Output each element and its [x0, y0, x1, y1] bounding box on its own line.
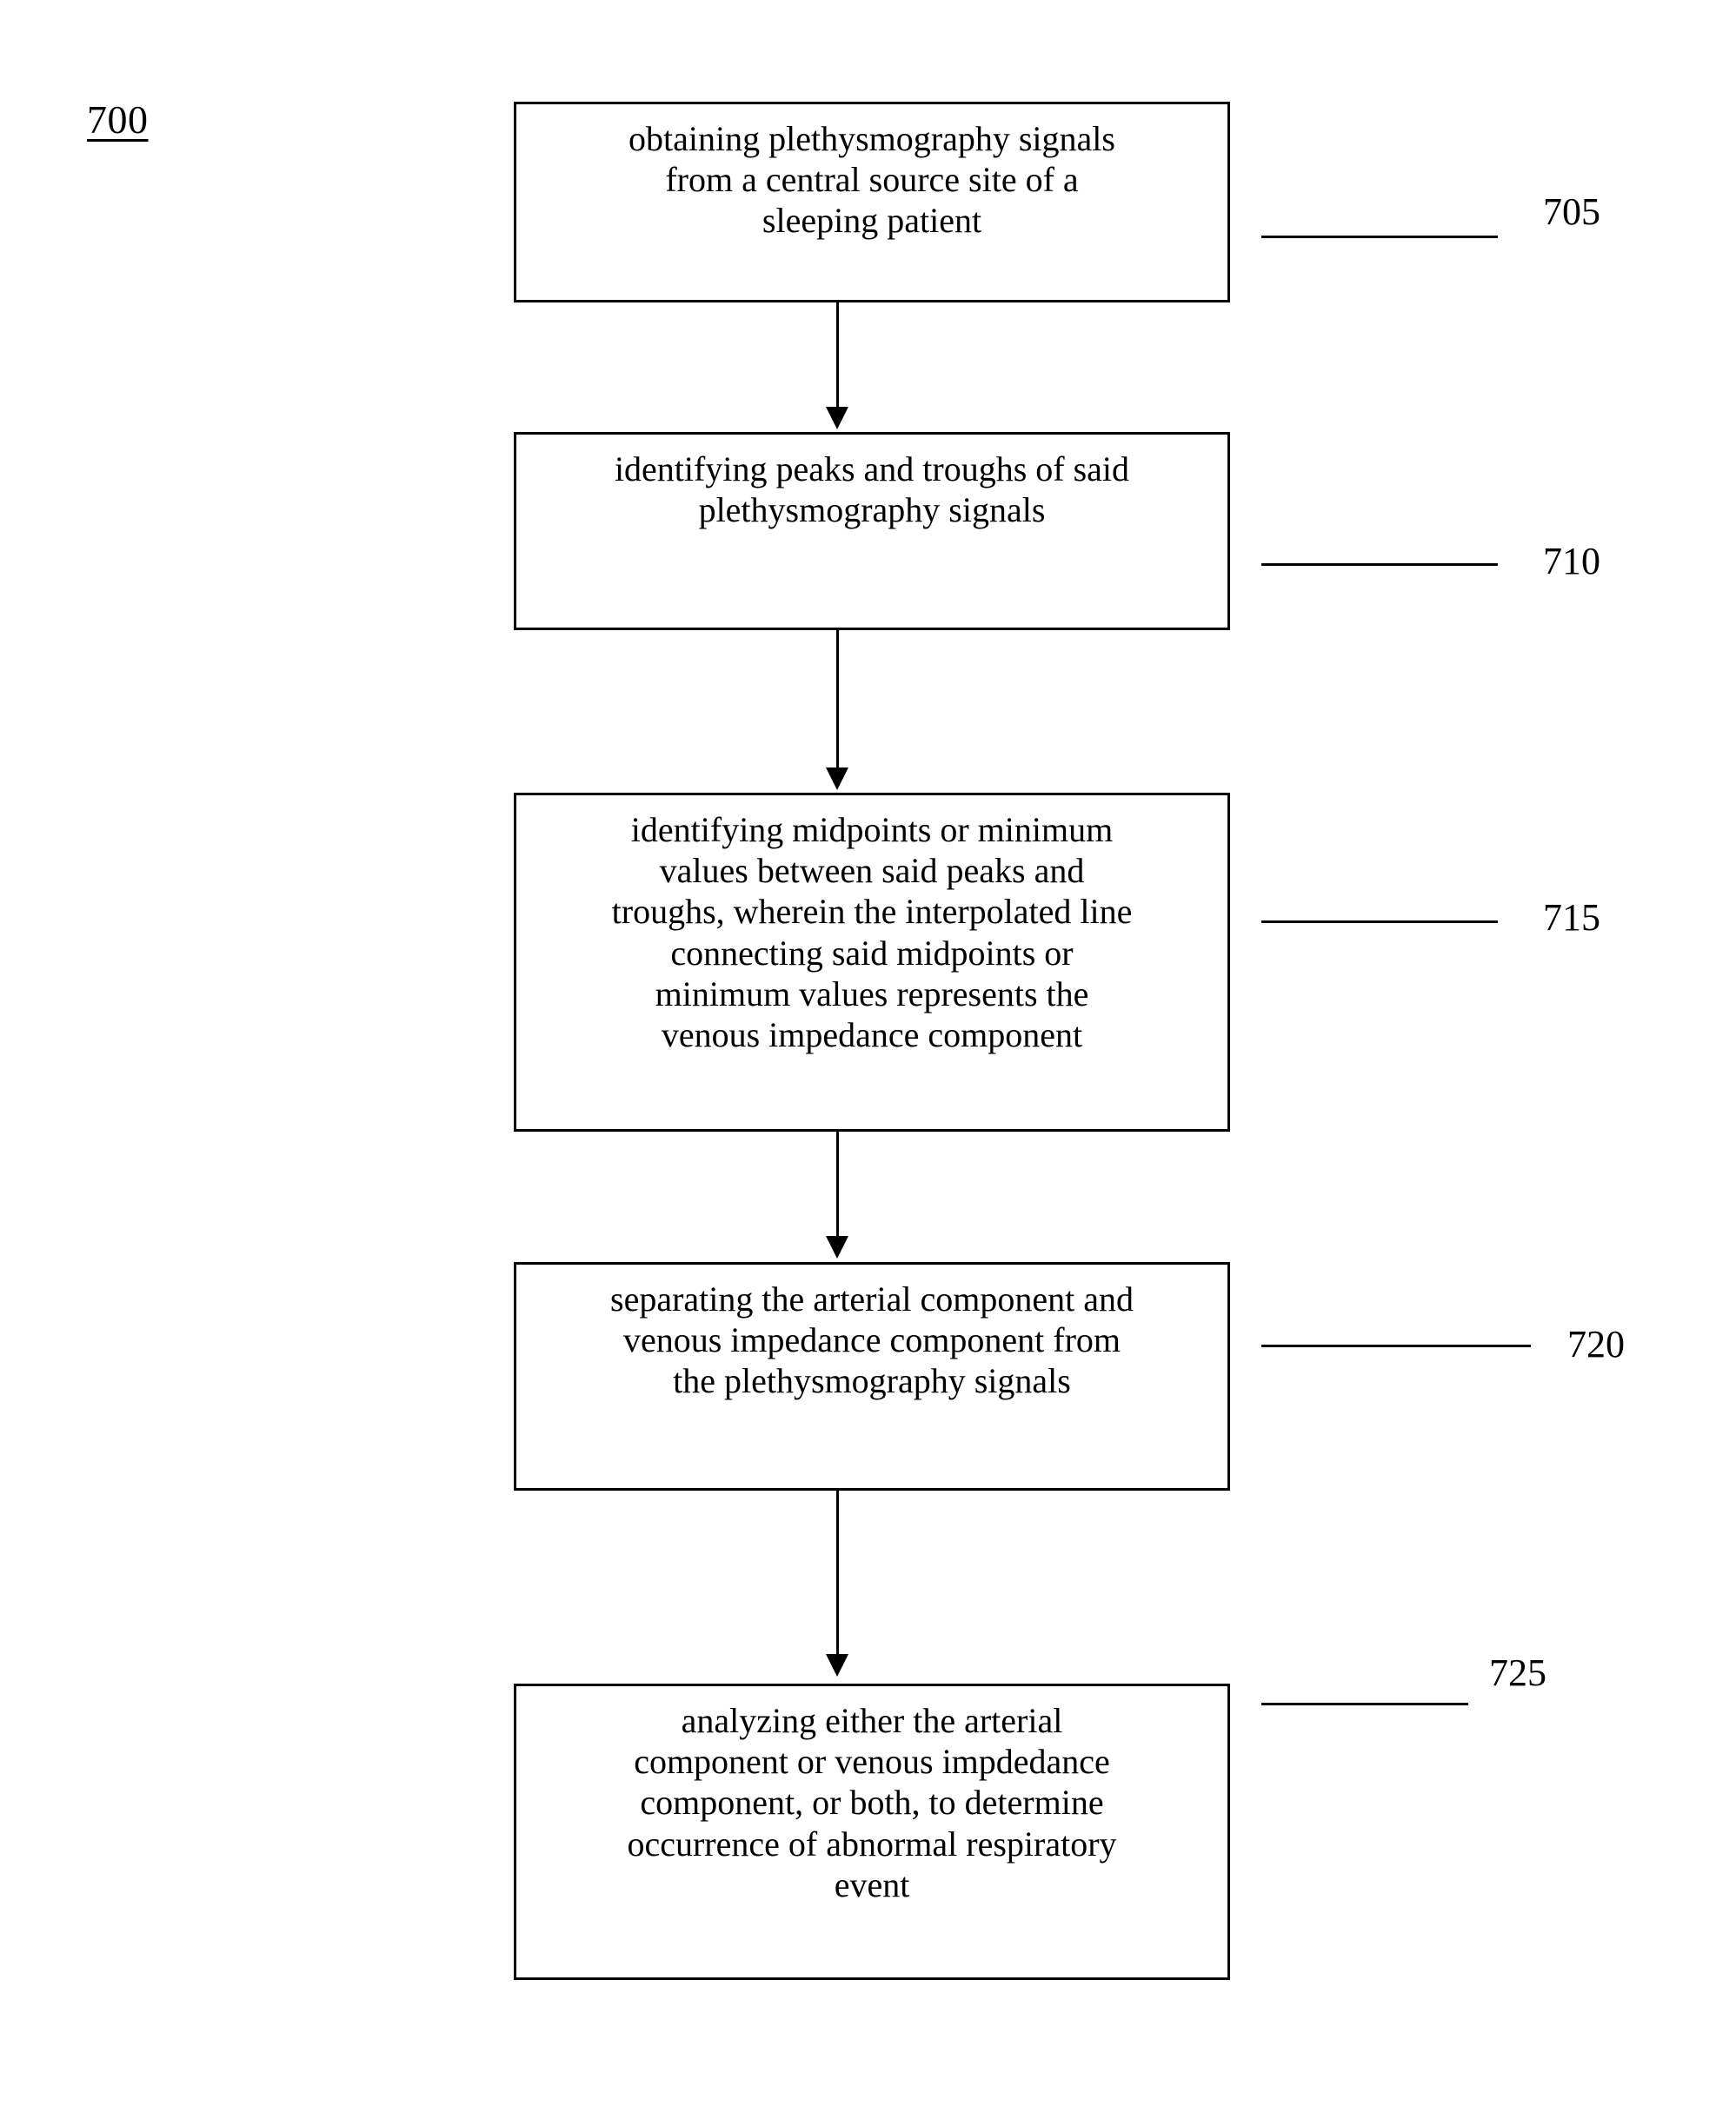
reference-number-725: 725: [1489, 1651, 1546, 1694]
arrow-head-705-710: [826, 407, 848, 429]
connector-line-705-710: [836, 302, 839, 409]
reference-number-705: 705: [1543, 190, 1600, 233]
process-box-710-text: identifying peaks and troughs of said pl…: [614, 449, 1130, 530]
figure-number-label: 700: [87, 97, 149, 142]
arrow-head-710-715: [826, 767, 848, 790]
leader-line-710: [1261, 563, 1498, 566]
process-box-705-text: obtaining plethysmography signals from a…: [629, 119, 1115, 241]
arrow-head-720-725: [826, 1654, 848, 1677]
connector-line-715-720: [836, 1132, 839, 1238]
reference-number-710: 710: [1543, 540, 1600, 582]
leader-line-725: [1261, 1703, 1468, 1705]
process-box-705[interactable]: obtaining plethysmography signals from a…: [514, 102, 1230, 302]
leader-line-715: [1261, 920, 1498, 923]
process-box-725-text: analyzing either the arterial component …: [627, 1701, 1117, 1904]
reference-number-715: 715: [1543, 896, 1600, 939]
process-box-720-text: separating the arterial component and ve…: [610, 1279, 1134, 1401]
process-box-725[interactable]: analyzing either the arterial component …: [514, 1684, 1230, 1980]
arrow-head-715-720: [826, 1236, 848, 1259]
leader-line-705: [1261, 236, 1498, 238]
reference-number-720: 720: [1567, 1323, 1625, 1365]
process-box-715[interactable]: identifying midpoints or minimum values …: [514, 793, 1230, 1132]
connector-line-710-715: [836, 630, 839, 769]
leader-line-720: [1261, 1345, 1531, 1347]
process-box-715-text: identifying midpoints or minimum values …: [611, 810, 1133, 1054]
process-box-720[interactable]: separating the arterial component and ve…: [514, 1262, 1230, 1491]
connector-line-720-725: [836, 1491, 839, 1656]
process-box-710[interactable]: identifying peaks and troughs of said pl…: [514, 432, 1230, 630]
